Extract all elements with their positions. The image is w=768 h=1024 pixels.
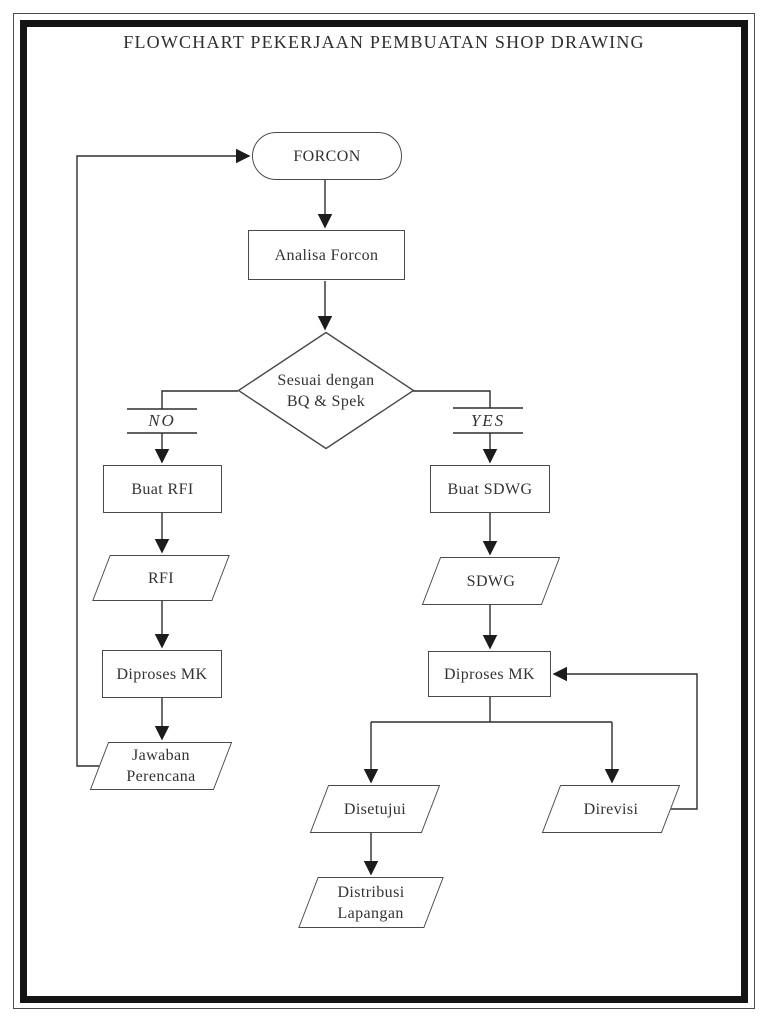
- node-jawaban-perencana-label: Jawaban Perencana: [126, 747, 196, 785]
- page-inner-border: [20, 20, 748, 1003]
- node-buat-sdwg-label: Buat SDWG: [447, 480, 533, 498]
- node-diproses-mk-yes-label: Diproses MK: [443, 665, 536, 683]
- node-sdwg: SDWG: [421, 557, 561, 605]
- node-sdwg-label: SDWG: [466, 572, 516, 590]
- node-buat-rfi: Buat RFI: [103, 465, 222, 513]
- node-diproses-mk-yes: Diproses MK: [428, 651, 551, 697]
- edge-direvisi-diprosesmk-loop: [552, 666, 698, 810]
- node-analisa-forcon-label: Analisa Forcon: [274, 246, 379, 264]
- node-disetujui: Disetujui: [309, 785, 441, 833]
- page-title: FLOWCHART PEKERJAAN PEMBUATAN SHOP DRAWI…: [123, 32, 645, 52]
- node-forcon: FORCON: [252, 132, 402, 180]
- node-analisa-forcon: Analisa Forcon: [248, 230, 405, 280]
- node-disetujui-label: Disetujui: [343, 800, 407, 818]
- node-buat-rfi-label: Buat RFI: [131, 480, 194, 498]
- edge-decision-no-elbow: [161, 390, 238, 409]
- node-rfi: RFI: [92, 555, 230, 601]
- node-buat-sdwg: Buat SDWG: [430, 465, 550, 513]
- node-direvisi-label: Direvisi: [583, 800, 639, 818]
- node-decision-bq-spek: Sesuai dengan BQ & Spek: [237, 331, 415, 450]
- edge-decision-yes-elbow: [413, 390, 491, 408]
- node-jawaban-perencana: Jawaban Perencana: [89, 742, 233, 790]
- node-decision-label: Sesuai dengan BQ & Spek: [277, 371, 375, 410]
- branch-label-no: NO: [148, 411, 176, 430]
- node-distribusi-lapangan-label: Distribusi Lapangan: [337, 883, 405, 922]
- node-forcon-label: FORCON: [293, 147, 361, 165]
- edge-jawaban-forcon-loop: [76, 148, 251, 767]
- node-diproses-mk-no: Diproses MK: [102, 650, 222, 698]
- node-distribusi-lapangan: Distribusi Lapangan: [298, 877, 444, 928]
- node-diproses-mk-no-label: Diproses MK: [116, 665, 208, 683]
- node-rfi-label: RFI: [147, 569, 175, 587]
- branch-label-yes: YES: [470, 411, 506, 430]
- node-direvisi: Direvisi: [541, 785, 681, 833]
- page-outer-border: [13, 13, 755, 1009]
- decision-diamond-shape: [237, 331, 415, 450]
